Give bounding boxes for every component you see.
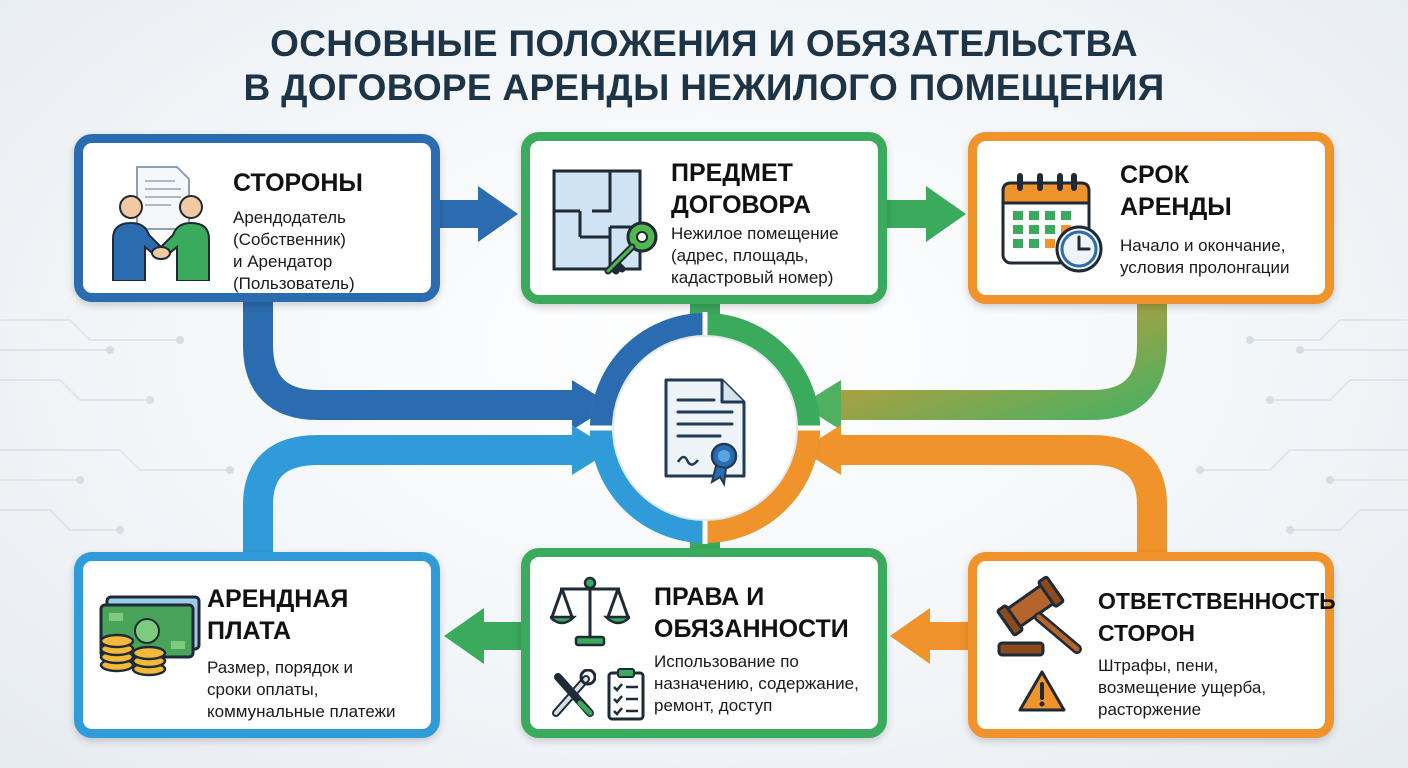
card-parties: СТОРОНЫ Арендодатель (Собственник) и Аре… bbox=[74, 134, 440, 302]
term-heading: СРОК АРЕНДЫ bbox=[1120, 161, 1232, 221]
rent-text: Размер, порядок и сроки оплаты, коммунал… bbox=[207, 658, 396, 721]
money-coins-icon bbox=[99, 595, 201, 677]
subject-text: Нежилое помещение (адрес, площадь, кадас… bbox=[671, 224, 839, 287]
warning-icon bbox=[1018, 670, 1066, 712]
connector-parties bbox=[243, 300, 575, 420]
contract-document-icon bbox=[664, 378, 746, 488]
floor-plan-key-icon bbox=[552, 169, 658, 275]
card-liability: ОТВЕТСТВЕННОСТЬ СТОРОН Штрафы, пени, воз… bbox=[968, 552, 1336, 738]
wrench-screwdriver-icon bbox=[552, 669, 596, 717]
gavel-icon bbox=[996, 575, 1082, 657]
connector-term bbox=[838, 300, 1167, 420]
arrow-rights-to-rent bbox=[444, 608, 522, 664]
card-term: СРОК АРЕНДЫ Начало и окончание, условия … bbox=[968, 132, 1334, 304]
arrow-parties-to-subject bbox=[438, 186, 518, 242]
card-rent: АРЕНДНАЯ ПЛАТА Размер, порядок и сроки о… bbox=[74, 552, 440, 738]
arrow-liability-to-rights bbox=[890, 608, 972, 664]
connector-liability bbox=[838, 435, 1167, 552]
parties-heading: СТОРОНЫ bbox=[233, 169, 363, 197]
handshake-icon bbox=[112, 166, 210, 281]
circuit-decoration bbox=[0, 319, 1408, 531]
subject-heading: ПРЕДМЕТ ДОГОВОРА bbox=[671, 159, 811, 219]
term-text: Начало и окончание, условия пролонгации bbox=[1120, 236, 1290, 277]
page-title: ОСНОВНЫЕ ПОЛОЖЕНИЯ И ОБЯЗАТЕЛЬСТВА В ДОГ… bbox=[0, 22, 1408, 110]
checklist-icon bbox=[607, 668, 645, 721]
connector-rent bbox=[243, 435, 575, 552]
liability-heading: ОТВЕТСТВЕННОСТЬ СТОРОН bbox=[1098, 588, 1336, 646]
arrow-subject-to-term bbox=[886, 186, 966, 242]
rights-heading: ПРАВА И ОБЯЗАННОСТИ bbox=[654, 583, 849, 643]
card-rights: ПРАВА И ОБЯЗАННОСТИ Использование по наз… bbox=[521, 548, 887, 738]
card-subject: ПРЕДМЕТ ДОГОВОРА Нежилое помещение (адре… bbox=[521, 132, 887, 304]
liability-text: Штрафы, пени, возмещение ущерба, расторж… bbox=[1098, 656, 1267, 719]
title-line-2: В ДОГОВОРЕ АРЕНДЫ НЕЖИЛОГО ПОМЕЩЕНИЯ bbox=[243, 67, 1165, 108]
scales-icon bbox=[550, 576, 630, 647]
parties-text: Арендодатель (Собственник) и Арендатор (… bbox=[233, 208, 355, 293]
rent-heading: АРЕНДНАЯ ПЛАТА bbox=[207, 585, 349, 645]
rights-text: Использование по назначению, содержание,… bbox=[654, 652, 859, 715]
title-line-1: ОСНОВНЫЕ ПОЛОЖЕНИЯ И ОБЯЗАТЕЛЬСТВА bbox=[270, 23, 1138, 64]
calendar-clock-icon bbox=[1001, 173, 1103, 273]
